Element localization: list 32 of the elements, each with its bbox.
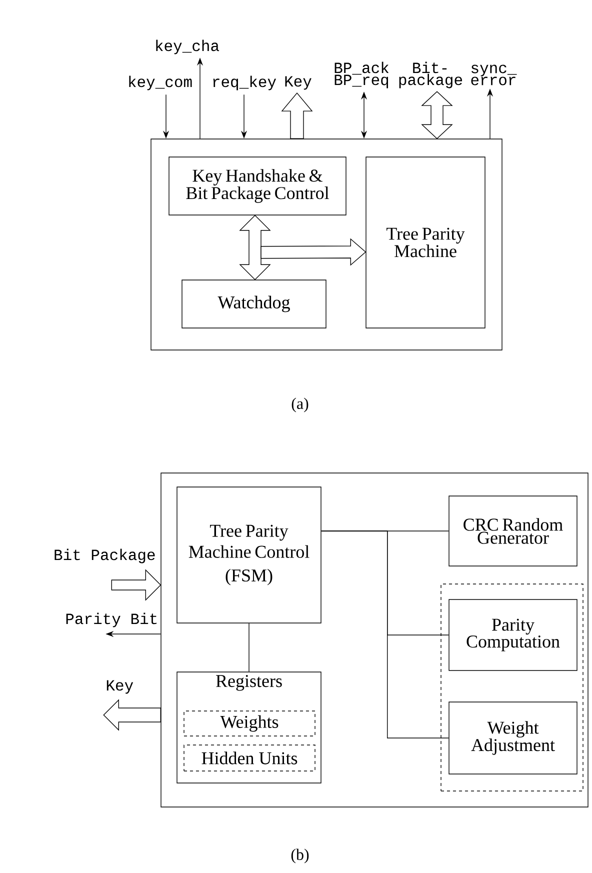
caption: (b): [291, 848, 309, 864]
bus-arrow: [421, 91, 453, 140]
signal-label: Parity Bit: [66, 612, 157, 628]
signal-label: BP_ack BP_req: [334, 62, 389, 88]
connection-line: [248, 623, 250, 672]
bus-arrow: [111, 569, 162, 601]
signal-label: Bit- package: [399, 62, 462, 88]
bus-arrow: [281, 92, 313, 139]
unit-box: Tree Parity Machine: [366, 156, 486, 328]
signal-label: Key: [285, 76, 312, 90]
signal-label: key_com: [129, 76, 192, 90]
module-box: [160, 472, 588, 808]
unit-box: CRC Random Generator: [448, 496, 578, 566]
signal-label: Key: [106, 680, 134, 694]
signal-label: req_key: [213, 76, 276, 90]
bus-arrow: [103, 699, 161, 731]
unit-box: Tree Parity Machine Control (FSM): [176, 486, 322, 624]
unit-box: Weight Adjustment: [448, 702, 578, 774]
unit-box: Watchdog: [182, 280, 326, 328]
register-field-box: Hidden Units: [184, 744, 316, 772]
signal-label: sync_ error: [471, 64, 517, 86]
signal-label: Bit Package: [54, 548, 155, 564]
signal-label: key_cha: [156, 40, 220, 54]
caption: (a): [292, 398, 308, 412]
connection-line: [321, 530, 449, 738]
unit-box: Parity Computation: [448, 599, 578, 671]
bus-arrow: [260, 238, 366, 266]
module-box: [150, 138, 502, 350]
register-field-box: Weights: [184, 710, 316, 736]
unit-box: Key Handshake & Bit Package Control: [168, 156, 346, 216]
dashed-group-box: [440, 584, 584, 792]
bus-arrow: [239, 214, 271, 280]
